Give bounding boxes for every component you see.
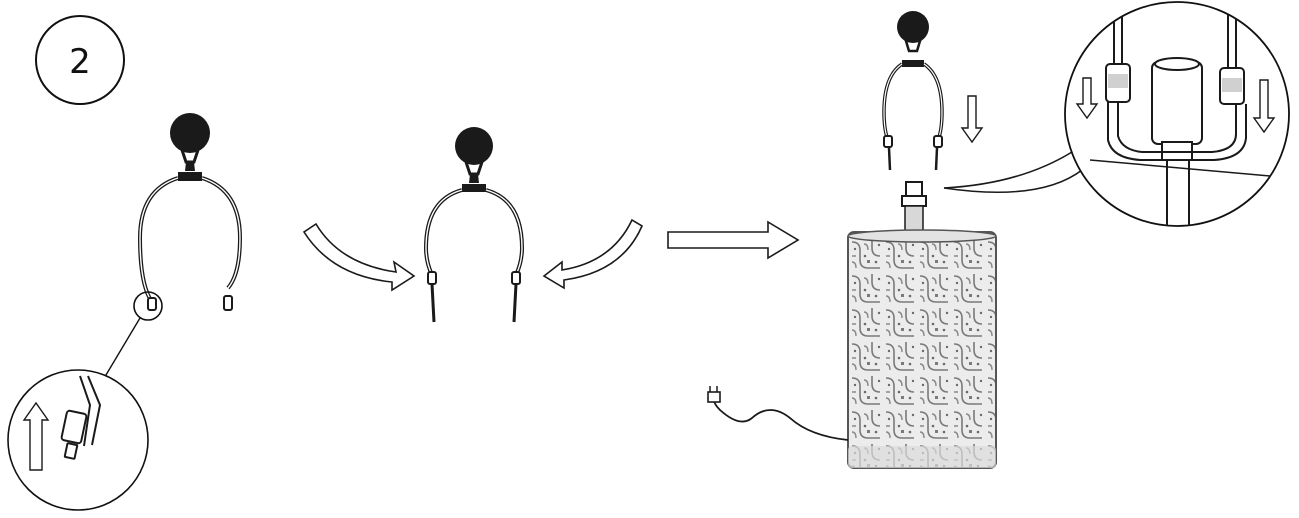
lamp-base-icon <box>847 229 997 469</box>
harp-original <box>137 113 243 311</box>
harp-on-lamp <box>882 11 944 171</box>
finial-icon <box>455 127 493 165</box>
magnifier-callout-icon <box>7 369 149 511</box>
step-number: 2 <box>69 42 91 82</box>
curved-arrow-icon-right <box>542 218 644 290</box>
detail-callout-leader <box>943 151 1083 194</box>
step-circle <box>35 15 125 105</box>
arrow-right-icon <box>667 220 800 260</box>
detail-callout-small <box>99 291 163 386</box>
curved-arrow-icon-left <box>302 222 416 292</box>
arrow-up-icon <box>22 401 50 471</box>
finial-icon <box>170 113 210 153</box>
power-plug-icon <box>707 386 849 441</box>
arrow-down-icon <box>960 95 984 144</box>
harp-assembled <box>423 127 525 323</box>
lamp-socket <box>901 181 927 233</box>
magnifier-callout-icon <box>1064 1 1290 227</box>
step-badge: 2 <box>35 15 125 105</box>
finial-icon <box>897 11 929 43</box>
